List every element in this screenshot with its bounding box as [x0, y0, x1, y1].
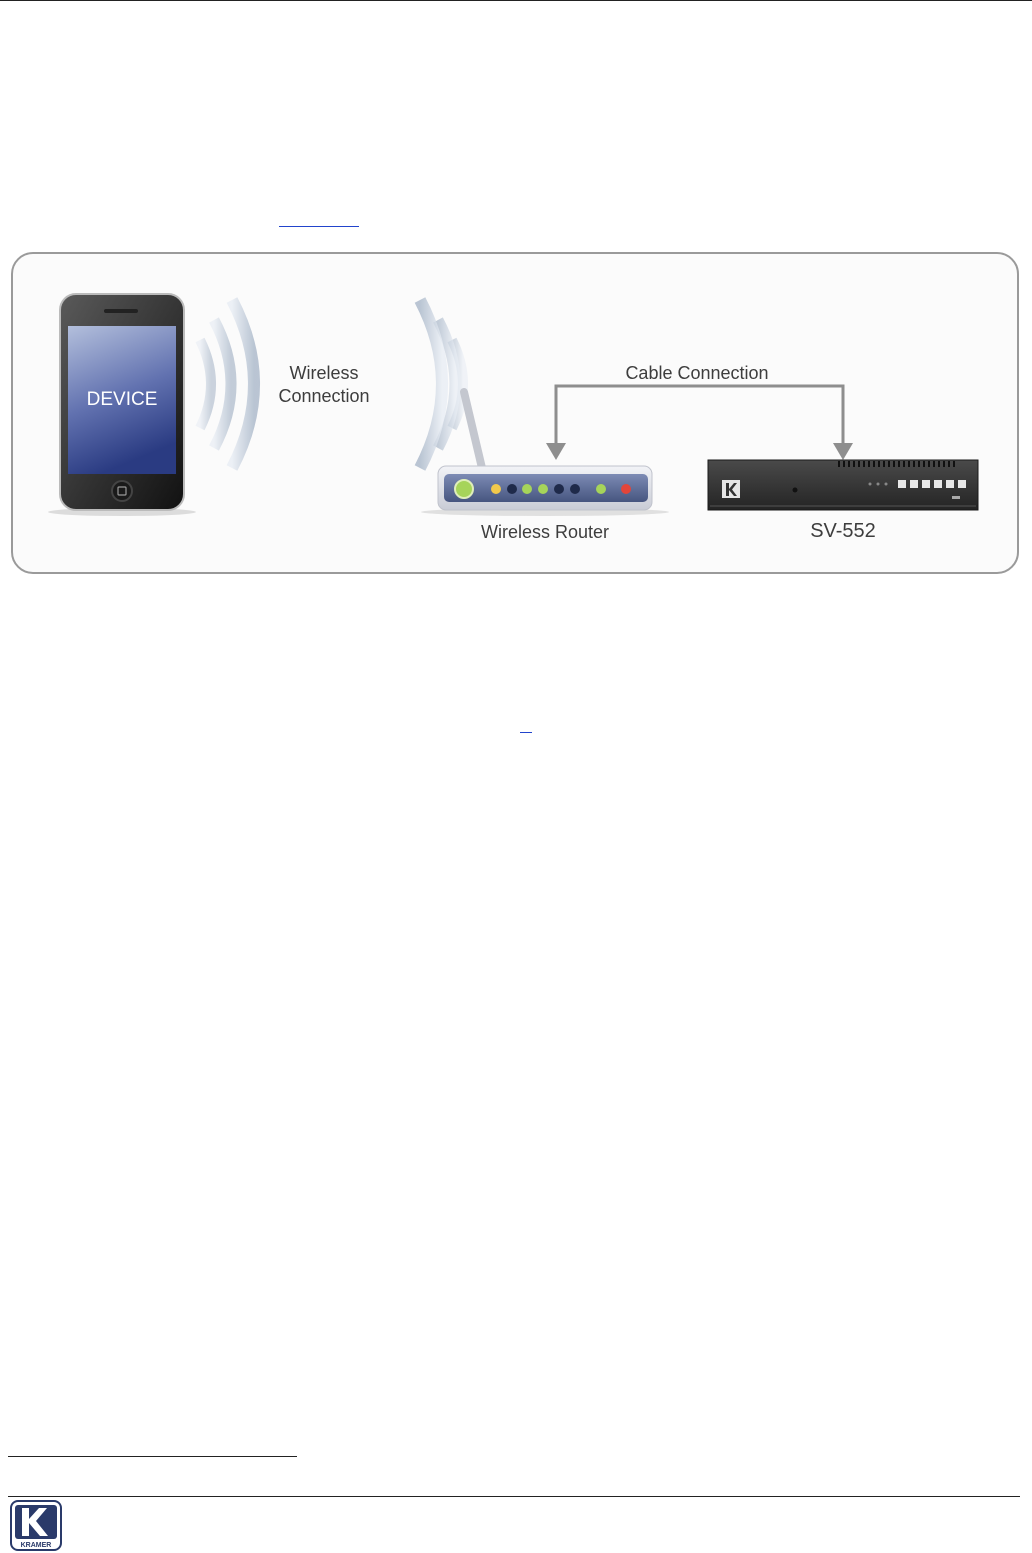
wireless-router-icon: [421, 388, 669, 516]
kramer-logo: KRAMER: [10, 1500, 62, 1551]
wireless-connection-label-line1: Wireless: [289, 363, 358, 383]
footnote-rule: [8, 1456, 297, 1457]
smartphone-icon: [48, 293, 196, 516]
cable-connection-arrow: [546, 384, 853, 460]
kramer-logo-text: KRAMER: [21, 1542, 52, 1549]
hyperlink-underline[interactable]: [279, 226, 359, 227]
top-rule: [0, 0, 1032, 1]
wireless-router-label: Wireless Router: [481, 522, 609, 542]
wireless-waves-right: [414, 297, 468, 471]
footnote-marker[interactable]: [520, 732, 532, 733]
sv552-switcher-icon: [707, 459, 979, 511]
footer-rule: [8, 1496, 1020, 1497]
device-screen-label: DEVICE: [87, 389, 158, 410]
wireless-waves-left: [195, 297, 260, 471]
cable-connection-label: Cable Connection: [625, 363, 768, 383]
sv552-label: SV-552: [810, 520, 876, 542]
connection-diagram: DEVICE Wireless Connection Cable Connect…: [48, 293, 979, 542]
wireless-connection-label-line2: Connection: [278, 386, 369, 406]
